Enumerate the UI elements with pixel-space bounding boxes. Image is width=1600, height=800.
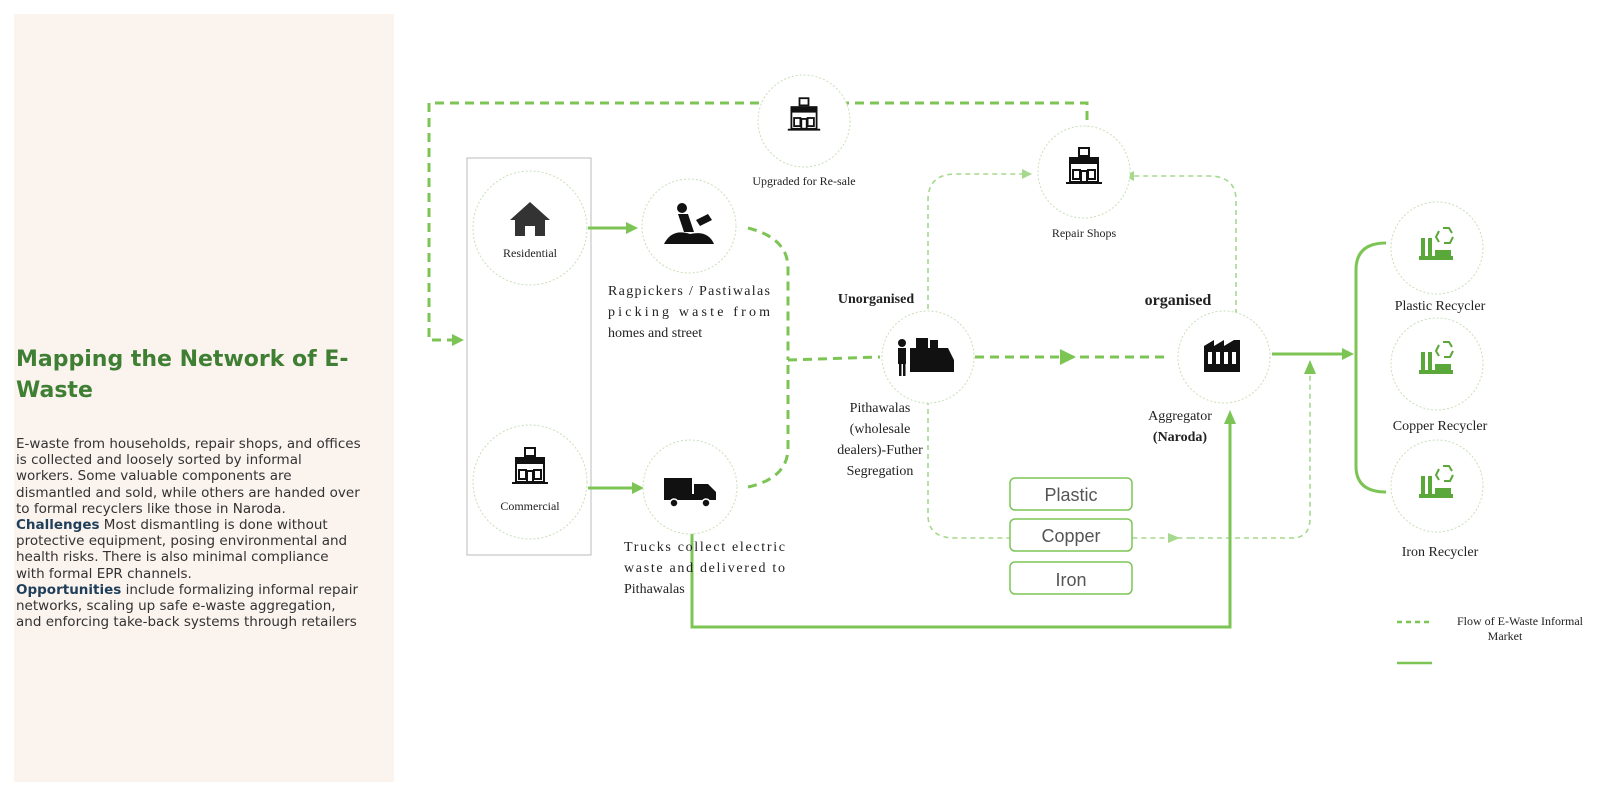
iron-recycler-node: Iron Recycler — [1390, 439, 1484, 560]
unorganised-label: Unorganised — [838, 292, 914, 307]
pithawalas-line-2: (wholesale — [850, 422, 911, 437]
arrow-mid-to-aggregator — [1060, 349, 1076, 365]
aggregator-label: Aggregator — [1148, 409, 1212, 424]
panel-body: E-waste from households, repair shops, a… — [16, 436, 361, 630]
flow-materials-recyclers — [1190, 370, 1311, 539]
ragpickers-line-1: Ragpickers / Pastiwalas — [608, 284, 770, 299]
residential-node: Residential — [472, 170, 588, 286]
material-iron: Iron — [1055, 570, 1086, 590]
copper-recycler-node: Copper Recycler — [1390, 317, 1488, 434]
arrow-to-ragpickers — [626, 222, 638, 234]
legend-dashed-label-2: Market — [1488, 629, 1523, 643]
factory-icon — [1204, 340, 1240, 372]
truck-icon — [664, 478, 716, 508]
materials-list: Plastic Copper Iron — [1009, 477, 1133, 595]
flow-pithawalas-repair — [927, 173, 1026, 318]
house-icon — [510, 202, 550, 236]
flow-ragpickers-pithawalas — [747, 226, 790, 360]
material-box-copper — [1009, 518, 1133, 552]
intro-paragraph: E-waste from households, repair shops, a… — [16, 436, 361, 517]
ragpickers-line-2: picking waste from — [608, 305, 770, 320]
source-group-box — [466, 157, 592, 556]
resale-label: Upgraded for Re-sale — [752, 174, 855, 188]
trucks-line-1: Trucks collect electric — [624, 540, 785, 555]
commercial-node: Commercial — [472, 424, 588, 540]
panel-title: Mapping the Network of E-Waste — [16, 347, 349, 403]
residential-circle — [472, 170, 588, 286]
material-box-plastic — [1009, 477, 1133, 511]
pithawalas-line-1: Pithawalas — [850, 401, 911, 416]
plastic-recycler-circle — [1390, 201, 1484, 295]
challenges-text: Most dismantling is done without protect… — [16, 517, 348, 582]
intro-text: E-waste from households, repair shops, a… — [16, 436, 361, 582]
material-copper: Copper — [1041, 526, 1100, 546]
arrow-to-repair-left — [1022, 169, 1032, 179]
recycler-bracket — [1354, 241, 1387, 494]
iron-recycler-circle — [1390, 439, 1484, 533]
info-panel — [14, 14, 394, 782]
pithawalas-line-4: Segregation — [847, 464, 914, 479]
plastic-recycler-label: Plastic Recycler — [1395, 299, 1486, 314]
pithawalas-line-3: dealers)-Futher — [837, 443, 923, 458]
arrow-up-recyclers — [1304, 360, 1316, 374]
plastic-recycler-node: Plastic Recycler — [1390, 201, 1486, 314]
trucks-node: Trucks collect electric waste and delive… — [624, 439, 785, 597]
waste-pile-icon — [664, 203, 714, 244]
residential-label: Residential — [503, 246, 558, 260]
legend: Flow of E-Waste Informal Market — [1397, 614, 1584, 665]
opportunities-paragraph: Opportunities include formalizing inform… — [16, 582, 361, 631]
flow-to-pithawalas — [787, 355, 881, 362]
arrow-to-recyclers — [1342, 348, 1354, 360]
material-plastic: Plastic — [1044, 485, 1097, 505]
organised-label: organised — [1145, 292, 1212, 309]
legend-dashed-label: Flow of E-Waste Informal — [1457, 614, 1584, 628]
flow-resale-loop — [427, 101, 1089, 342]
arrow-to-trucks — [632, 482, 644, 494]
copper-recycler-label: Copper Recycler — [1393, 419, 1488, 434]
flow-pithawalas-materials — [927, 400, 1190, 539]
commercial-label: Commercial — [500, 499, 560, 513]
material-box-iron — [1009, 561, 1133, 595]
iron-recycler-label: Iron Recycler — [1402, 545, 1479, 560]
opportunities-label: Opportunities — [16, 581, 122, 598]
challenges-label: Challenges — [16, 517, 100, 534]
arrow-materials — [1168, 533, 1180, 543]
flow-aggregator-repair — [1130, 175, 1237, 314]
resale-node: Upgraded for Re-sale — [752, 74, 856, 188]
flow-trucks-pithawalas — [747, 360, 790, 489]
ragpickers-node: Ragpickers / Pastiwalas picking waste fr… — [608, 178, 770, 341]
arrow-to-sources — [452, 334, 464, 346]
aggregator-node: organised Aggregator (Naroda) — [1145, 292, 1271, 445]
opportunities-text: include formalizing informal repair netw… — [16, 581, 359, 631]
repair-shops-node: Repair Shops — [1037, 125, 1131, 240]
dealer-icon — [898, 338, 954, 376]
repair-label: Repair Shops — [1052, 226, 1117, 240]
ragpickers-line-3: homes and street — [608, 326, 702, 341]
flow-trucks-aggregator — [690, 420, 1232, 629]
trucks-line-3: Pithawalas — [624, 582, 685, 597]
aggregator-place-label: (Naroda) — [1153, 430, 1208, 445]
arrow-up-aggregator — [1224, 410, 1236, 424]
trucks-line-2: waste and delivered to — [624, 561, 785, 576]
pithawalas-node: Unorganised Pithawalas (wholesale dealer… — [837, 292, 975, 479]
